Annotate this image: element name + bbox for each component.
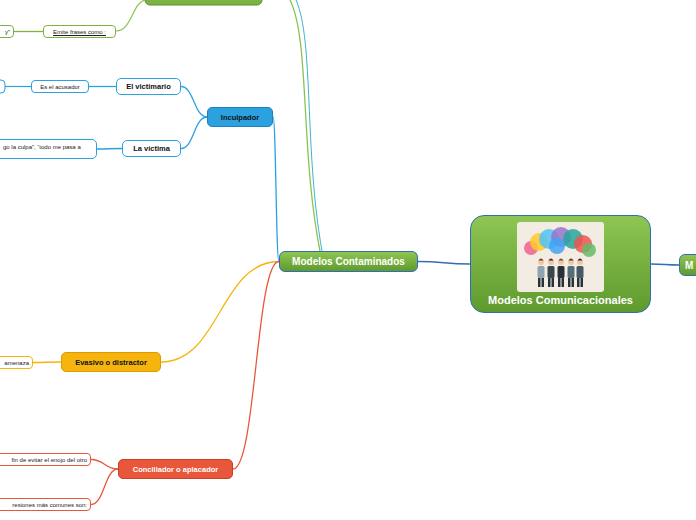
node-label: El victimario xyxy=(126,82,171,91)
root-box: Modelos Comunicacionales xyxy=(470,215,651,313)
branch-connector xyxy=(418,262,470,265)
leaf-box: Emite frases como : xyxy=(43,25,116,38)
branch-line xyxy=(5,86,31,87)
node-label: Evasivo o distractor xyxy=(75,358,147,367)
node-label: M xyxy=(685,260,693,271)
branch-connector xyxy=(651,264,679,265)
branch-line xyxy=(116,0,145,31)
node-label: Modelos Comunicacionales xyxy=(488,294,633,306)
node-label: Emite frases como : xyxy=(53,29,106,35)
branch-connector xyxy=(91,469,118,505)
node-label: Es el acusador xyxy=(40,84,80,90)
branch-line xyxy=(296,0,322,251)
branch-connector xyxy=(161,262,279,363)
subcategory-box: El victimario xyxy=(116,78,181,95)
cut-leaf-box xyxy=(0,80,5,93)
branch-connector xyxy=(14,31,43,32)
category-box: Conciliador o aplacador xyxy=(118,459,233,479)
cut-branch-box: M xyxy=(679,254,696,276)
node-label: La víctima xyxy=(133,144,170,153)
leaf-box: resiones más comunes son: xyxy=(0,498,91,511)
category-box: Inculpador xyxy=(207,107,273,127)
node-label: Inculpador xyxy=(221,113,259,122)
node-label: fin de evitar el enojo del otro xyxy=(12,457,87,463)
node-label: Modelos Contaminados xyxy=(292,256,405,267)
branch-connector xyxy=(97,148,122,150)
node-label: y” xyxy=(5,29,10,35)
node-label: go la culpa”, “todo me pasa a xyxy=(3,144,81,150)
leaf-box: y” xyxy=(0,25,14,38)
subcategory-box: La víctima xyxy=(122,140,181,157)
branch-connector xyxy=(181,87,207,118)
category-box: Evasivo o distractor xyxy=(61,352,161,372)
node-label: Conciliador o aplacador xyxy=(133,465,218,474)
branch-connector xyxy=(89,86,116,87)
cut-branch-box xyxy=(145,0,262,5)
node-label: amenaza xyxy=(4,360,29,366)
branch-connector xyxy=(33,361,61,363)
leaf-box: go la culpa”, “todo me pasa a xyxy=(0,139,97,159)
branch-connector xyxy=(181,117,207,149)
branch-connector xyxy=(91,460,118,470)
branch-connector xyxy=(273,117,279,262)
node-label: resiones más comunes son: xyxy=(12,502,87,508)
branch-box: Modelos Contaminados xyxy=(279,251,418,272)
leaf-box: fin de evitar el enojo del otro xyxy=(0,453,91,466)
leaf-box: amenaza xyxy=(0,356,33,369)
people-illustration xyxy=(517,222,604,292)
branch-connector xyxy=(233,262,279,470)
leaf-box: Es el acusador xyxy=(31,80,89,93)
